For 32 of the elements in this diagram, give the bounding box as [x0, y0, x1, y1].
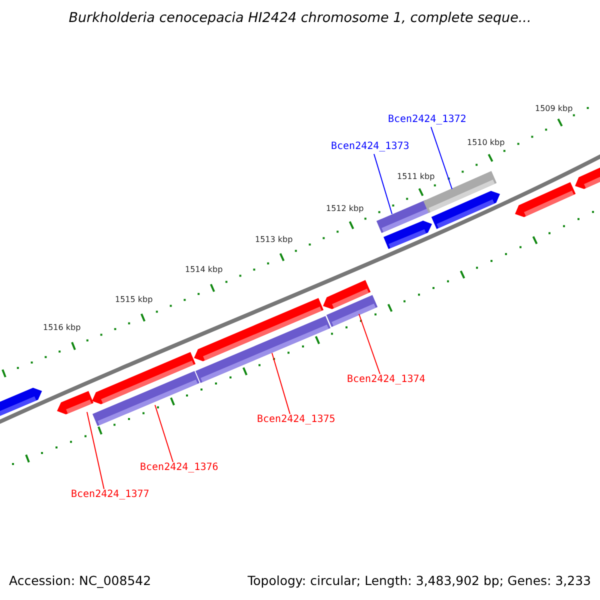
tick-label: 1511 kbp — [397, 173, 435, 181]
gene-label: Bcen2424_1373 — [331, 142, 410, 152]
tick-label: 1515 kbp — [115, 296, 153, 304]
leader-line — [272, 352, 290, 414]
tick-label: 1516 kbp — [43, 324, 81, 332]
accession-text: Accession: NC_008542 — [9, 575, 152, 588]
tick-label: 1509 kbp — [535, 105, 573, 113]
gene-label: Bcen2424_1372 — [388, 115, 466, 125]
gene-feature — [431, 190, 500, 229]
leader-line — [430, 126, 452, 190]
gene-feature — [515, 182, 576, 218]
gene-feature — [326, 295, 378, 327]
gene-label: Bcen2424_1377 — [71, 490, 150, 500]
gene-label: Bcen2424_1376 — [140, 463, 218, 473]
leader-line — [374, 154, 392, 214]
tick-label: 1513 kbp — [255, 236, 293, 244]
gene-label: Bcen2424_1375 — [257, 415, 336, 425]
topology-text: Topology: circular; Length: 3,483,902 bp; Genes: 3,233 — [248, 575, 591, 588]
gene-label: Bcen2424_1374 — [347, 375, 426, 385]
tick-label: 1512 kbp — [326, 205, 364, 213]
gene-feature — [0, 388, 42, 417]
tick-label: 1514 kbp — [185, 266, 223, 274]
leader-line — [86, 412, 104, 490]
gene-feature — [575, 166, 600, 190]
leader-line — [358, 314, 380, 374]
leader-line — [154, 404, 174, 462]
tick-label: 1510 kbp — [467, 139, 505, 147]
title: Burkholderia cenocepacia HI2424 chromosome 1, complete seque... — [68, 12, 532, 26]
gene-feature — [384, 220, 432, 249]
gene-feature — [92, 371, 200, 426]
gene-feature — [57, 391, 94, 414]
gene-feature — [195, 316, 331, 383]
